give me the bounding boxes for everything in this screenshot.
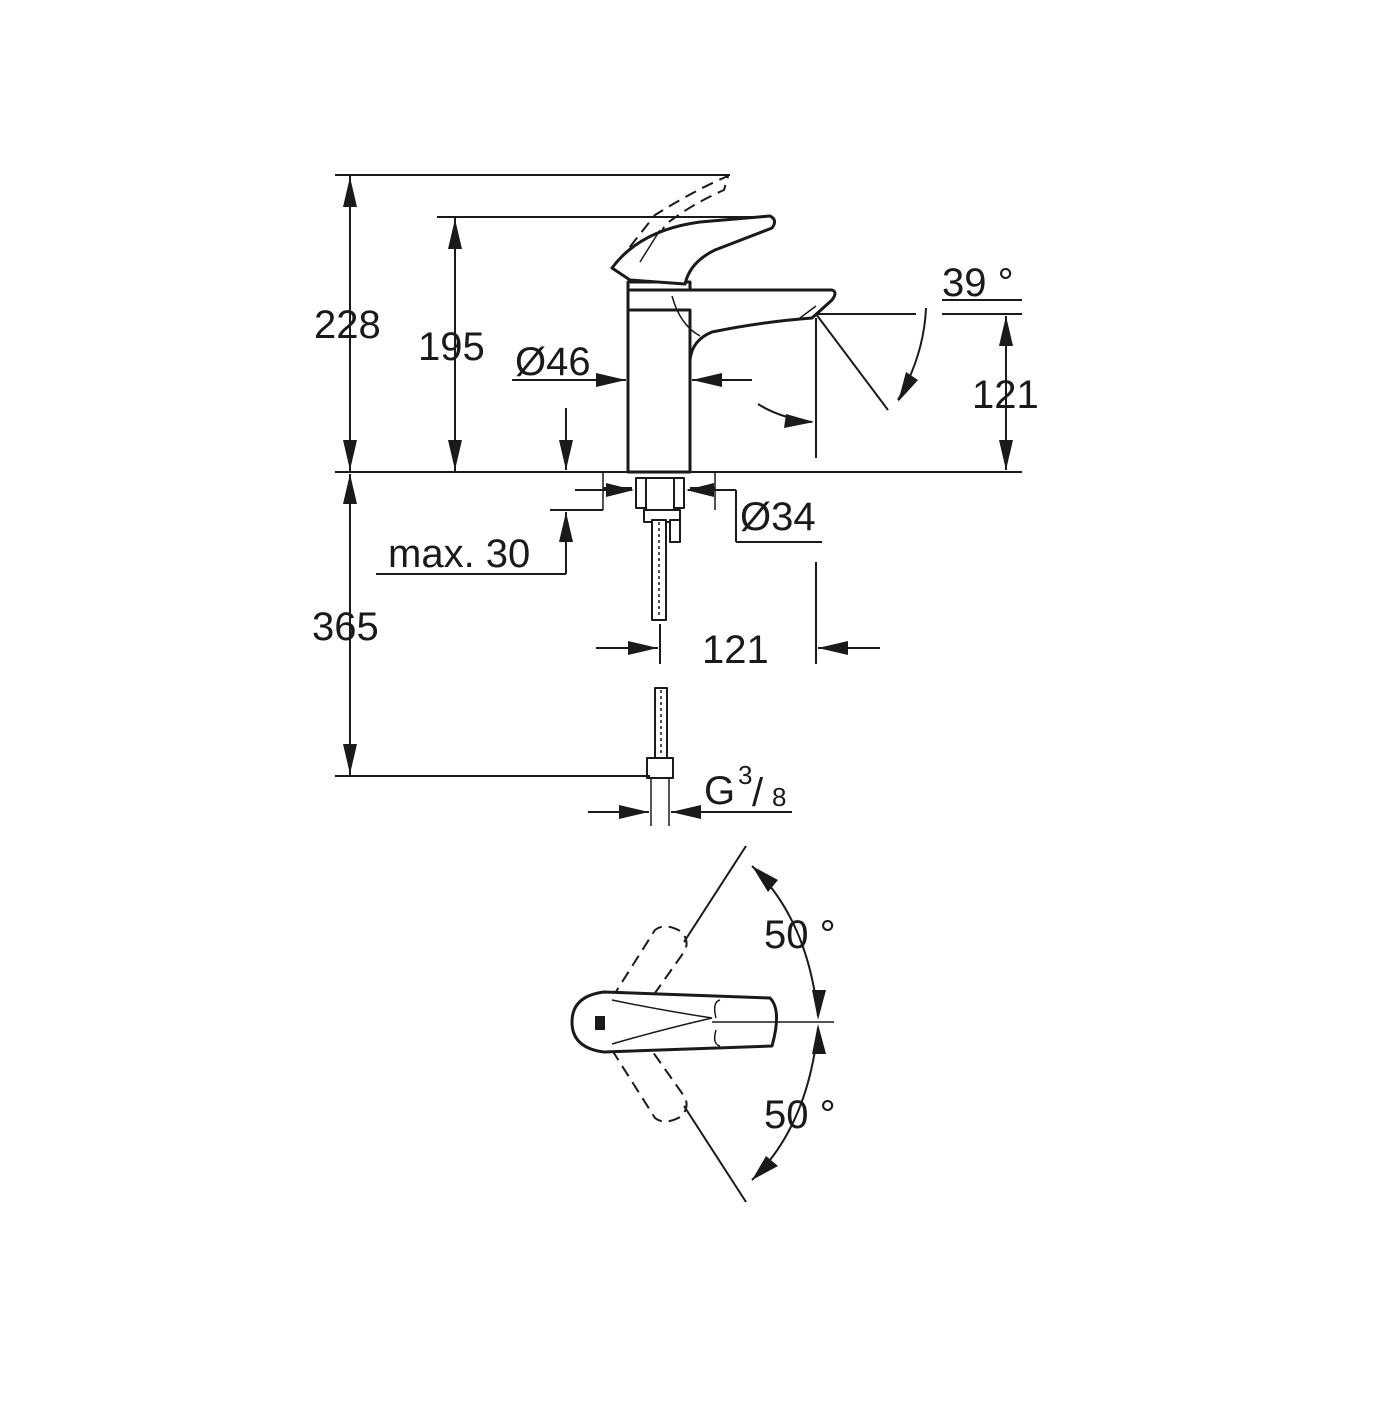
dim-spout-height: 121 xyxy=(972,316,1039,470)
dim-max-thickness: max. 30 xyxy=(376,408,603,576)
faucet-top-view: 50 ° 50 ° xyxy=(570,845,836,1203)
dim-spout-height-label: 121 xyxy=(972,373,1039,417)
connection-prefix: G xyxy=(704,769,735,813)
dim-spout-reach: 121 xyxy=(596,562,880,672)
connection-denominator: 8 xyxy=(772,782,786,812)
connection-slash: / xyxy=(752,771,764,815)
dim-228-label: 228 xyxy=(314,303,381,347)
connection-numerator: 3 xyxy=(738,760,752,790)
dim-hole-diameter-label: Ø34 xyxy=(740,495,816,539)
dim-hole-diameter: Ø34 xyxy=(575,483,822,543)
lever-angle-right-label: 50 ° xyxy=(764,1093,836,1137)
dim-body-diameter: Ø46 xyxy=(512,340,752,387)
dim-195: 195 xyxy=(418,216,770,472)
lever-angle-left-label: 50 ° xyxy=(764,913,836,957)
dim-max-thickness-label: max. 30 xyxy=(388,532,530,576)
dim-spout-angle-label: 39 ° xyxy=(942,261,1014,305)
dim-body-diameter-label: Ø46 xyxy=(515,340,591,384)
faucet-side-view xyxy=(602,174,837,826)
dim-connection-thread: G 3 / 8 xyxy=(588,760,792,819)
dim-hose-length: 365 xyxy=(312,474,650,777)
dim-spout-angle: 39 ° xyxy=(815,261,1022,411)
dim-spout-reach-label: 121 xyxy=(702,628,769,672)
dim-228: 228 xyxy=(314,174,730,472)
dim-195-label: 195 xyxy=(418,325,485,369)
dim-hose-length-label: 365 xyxy=(312,605,379,649)
